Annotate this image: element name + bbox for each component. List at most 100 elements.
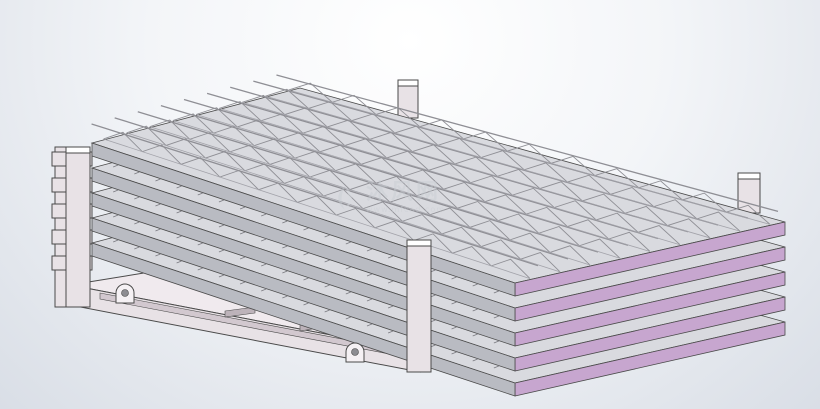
rebar-end-mark xyxy=(387,305,394,309)
truss-bottom-chord xyxy=(126,132,561,273)
rebar-end-mark xyxy=(113,214,119,218)
rebar-end-mark xyxy=(387,330,394,334)
rebar-end-mark xyxy=(155,203,161,207)
truss-bottom-chord xyxy=(172,120,621,259)
front-right-post-cap xyxy=(406,239,432,247)
rebar-end-mark xyxy=(303,302,309,306)
truss-bottom-chord xyxy=(218,108,681,246)
truss-bottom-chord xyxy=(103,138,531,279)
truss-web xyxy=(242,94,711,239)
rebar-end-mark xyxy=(324,284,330,288)
watermark: 沐风网 www.mfcad.com xyxy=(330,182,445,214)
rebar-end-mark xyxy=(472,358,478,362)
rebar-end-mark xyxy=(261,288,267,292)
rebar-end-mark xyxy=(472,283,478,287)
rebar-end-mark xyxy=(176,185,182,189)
truss-web xyxy=(149,119,591,266)
rebar-end-mark xyxy=(155,253,161,257)
lifting-lug-hole xyxy=(121,289,129,297)
rebar-end-mark xyxy=(366,248,373,252)
rebar-end-mark xyxy=(303,227,309,231)
rebar-end-mark xyxy=(451,301,457,305)
rebar-end-mark xyxy=(197,192,203,196)
rebar-end-mark xyxy=(303,277,309,281)
rebar-end-mark xyxy=(282,295,288,299)
mufeng-logo-icon xyxy=(338,186,352,210)
rebar-end-mark xyxy=(345,291,351,295)
rebar-end-mark xyxy=(387,280,394,284)
rebar-end-mark xyxy=(493,340,499,344)
rebar-end-mark xyxy=(282,245,288,249)
rebar-end-mark xyxy=(387,255,394,259)
rebar-end-mark xyxy=(134,171,140,175)
rebar-end-mark xyxy=(239,231,246,235)
rebar-end-mark xyxy=(282,220,288,224)
truss-top-chord xyxy=(276,74,779,213)
rebar-end-mark xyxy=(134,221,140,225)
rebar-end-mark xyxy=(493,365,499,369)
rebar-end-mark xyxy=(197,267,203,271)
back-post-right-cap xyxy=(737,172,761,180)
truss-web xyxy=(288,82,771,225)
rebar-end-mark xyxy=(218,274,225,278)
rebar-end-mark xyxy=(176,260,182,264)
rebar-end-mark xyxy=(134,196,140,200)
truss-bottom-chord xyxy=(265,95,741,232)
watermark-url: www.mfcad.com xyxy=(366,205,446,214)
rebar-end-mark xyxy=(218,199,225,203)
lifting-lug-hole xyxy=(351,348,359,356)
truss-web xyxy=(103,131,531,279)
rebar-end-mark xyxy=(472,308,478,312)
truss-top-chord xyxy=(183,98,659,240)
rebar-end-mark xyxy=(345,266,351,270)
watermark-text: 沐风网 xyxy=(366,180,442,205)
rebar-end-mark xyxy=(345,241,351,245)
truss-top-chord xyxy=(91,123,539,267)
front-left-post-cap xyxy=(65,146,91,154)
base-crossmember xyxy=(224,306,256,318)
front-right-post xyxy=(406,239,432,373)
rebar-end-mark xyxy=(261,263,267,267)
rack-front-structure xyxy=(65,146,432,373)
rebar-end-mark xyxy=(218,224,225,228)
rebar-end-mark xyxy=(366,273,373,277)
truss-bottom-chord xyxy=(242,101,711,239)
truss-web xyxy=(265,88,741,232)
rebar-end-mark xyxy=(324,234,330,238)
truss-web xyxy=(218,101,681,246)
rebar-end-mark xyxy=(451,351,457,355)
rebar-end-mark xyxy=(303,252,309,256)
rebar-end-mark xyxy=(472,333,478,337)
truss-bottom-chord xyxy=(149,126,591,266)
rebar-end-mark xyxy=(176,235,182,239)
truss-bottom-chord xyxy=(195,114,651,252)
rebar-end-mark xyxy=(176,210,182,214)
rebar-end-mark xyxy=(155,228,161,232)
rebar-end-mark xyxy=(239,206,246,210)
rebar-end-mark xyxy=(113,189,119,193)
truss-top-chord xyxy=(160,104,629,246)
rebar-end-mark xyxy=(239,256,246,260)
rebar-end-mark xyxy=(324,259,330,263)
truss-web xyxy=(126,125,561,273)
rebar-end-mark xyxy=(134,246,140,250)
truss-top-chord xyxy=(114,117,569,260)
truss-web xyxy=(195,107,651,252)
rebar-end-mark xyxy=(324,309,330,313)
rebar-end-mark xyxy=(261,213,267,217)
rebar-end-mark xyxy=(218,249,225,253)
rebar-end-mark xyxy=(113,164,119,168)
rebar-end-mark xyxy=(113,239,119,243)
rebar-end-mark xyxy=(451,276,457,280)
lattice-trusses xyxy=(91,74,779,279)
rebar-end-mark xyxy=(239,281,246,285)
rebar-end-mark xyxy=(451,326,457,330)
back-post-left-cap xyxy=(397,79,419,87)
rebar-end-mark xyxy=(155,178,161,182)
rebar-end-mark xyxy=(366,298,373,302)
rebar-end-mark xyxy=(261,238,267,242)
rebar-end-mark xyxy=(197,217,203,221)
truss-bottom-chord xyxy=(288,89,771,225)
